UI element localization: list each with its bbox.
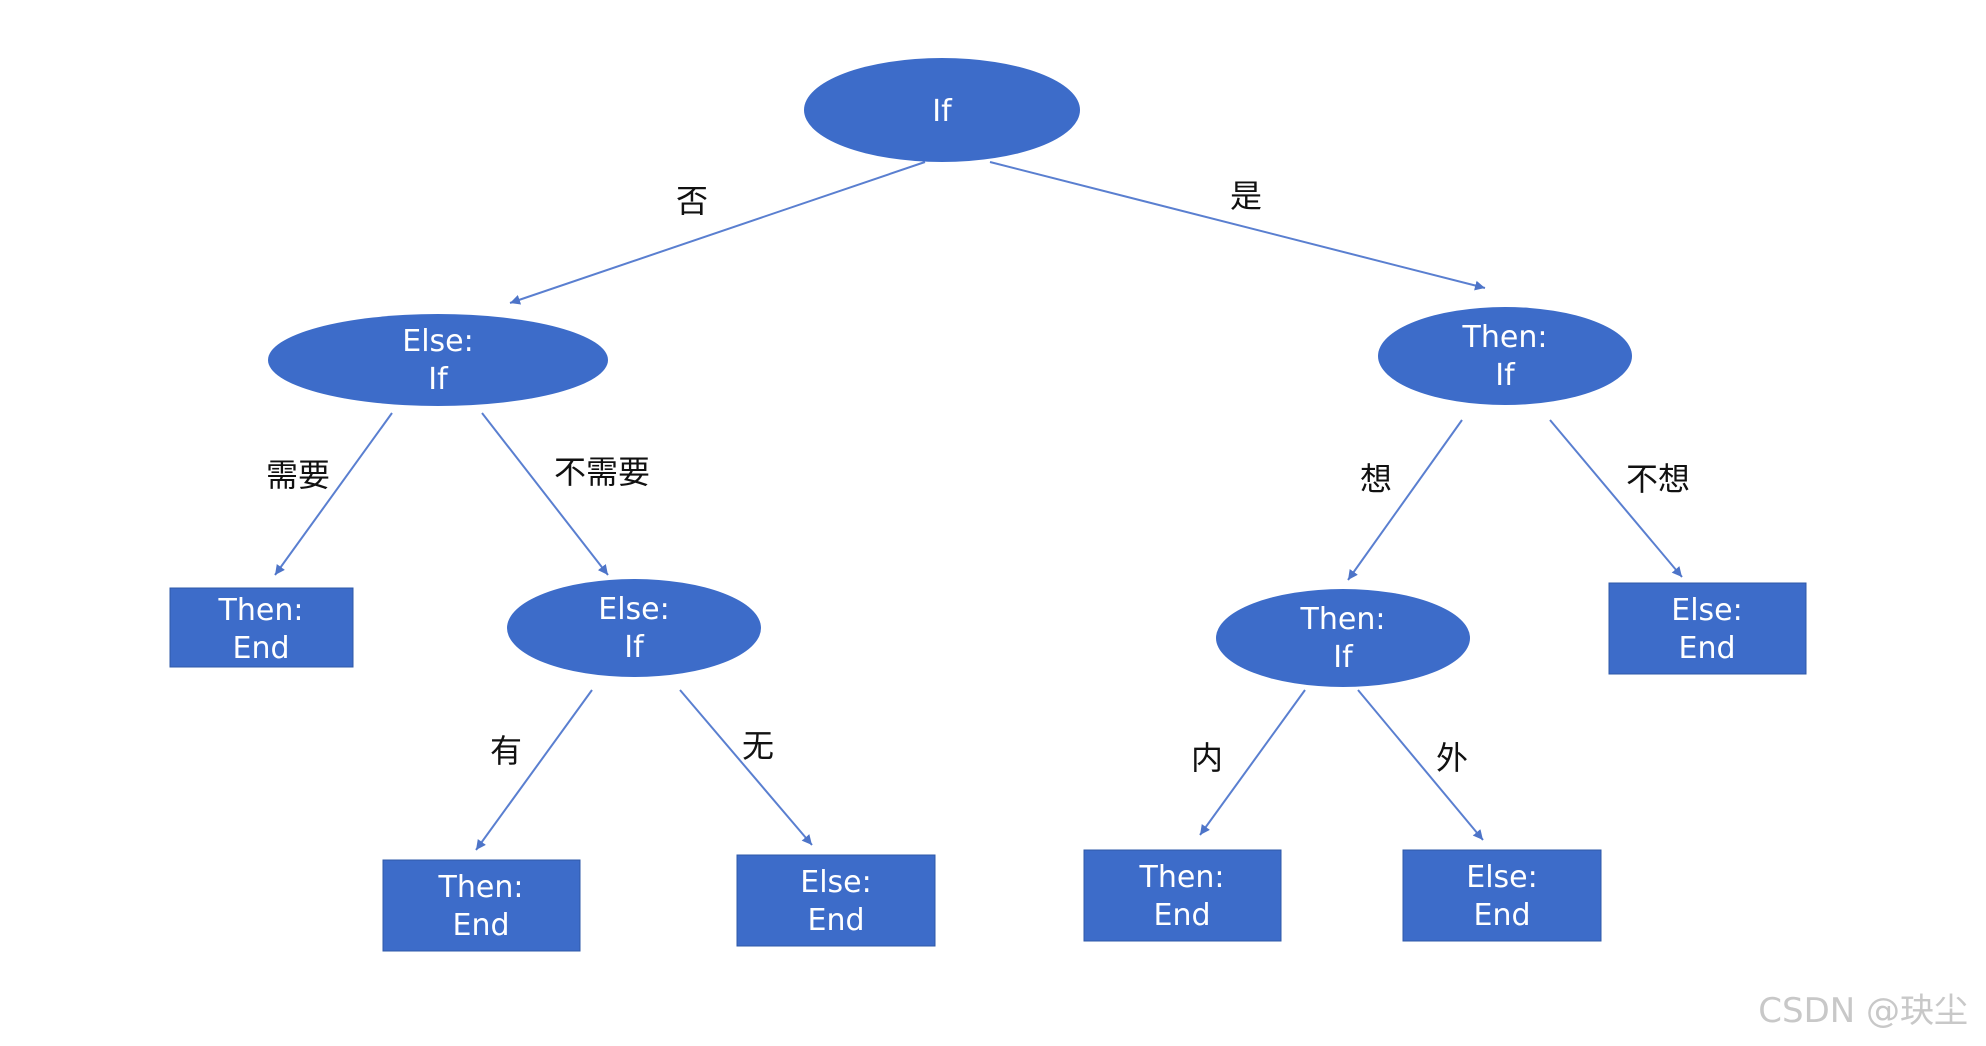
node-then-if-1-line2: If: [1495, 358, 1516, 393]
edge-else1-else2: [481, 412, 609, 576]
node-then-end-2-line1: Then:: [438, 870, 524, 905]
edge-label-yes: 是: [1230, 177, 1262, 215]
node-else-end-2-line2: End: [807, 903, 864, 938]
node-then-end-1-line2: End: [232, 631, 289, 666]
edge-root-else: [509, 161, 926, 305]
node-then-if-2: Then: If: [1216, 589, 1470, 687]
node-else-end-3-line2: End: [1473, 898, 1530, 933]
edge-label-want: 想: [1360, 460, 1392, 498]
node-else-end-2: Else: End: [736, 854, 936, 947]
node-then-if-1: Then: If: [1378, 307, 1632, 405]
node-then-end-1: Then: End: [169, 587, 354, 668]
edge-label-no: 否: [676, 182, 708, 220]
node-then-end-3-line1: Then:: [1139, 860, 1225, 895]
node-then-end-1-line1: Then:: [218, 593, 304, 628]
node-then-end-2: Then: End: [382, 859, 581, 952]
node-then-end-2-line2: End: [452, 908, 509, 943]
node-then-end-3-line2: End: [1153, 898, 1210, 933]
edge-else2-elseend: [679, 689, 813, 846]
edge-label-need: 需要: [266, 456, 330, 494]
edge-then1-elseend: [1549, 419, 1683, 578]
edge-label-have: 有: [490, 732, 522, 770]
node-root-line1: If: [932, 94, 953, 129]
node-else-end-1-line1: Else:: [1671, 593, 1742, 628]
node-else-if-1-line1: Else:: [402, 324, 473, 359]
edge-else2-thenend: [475, 689, 593, 851]
edge-label-inner: 内: [1191, 739, 1223, 777]
edge-root-then: [989, 161, 1486, 291]
edge-then2-elseend: [1357, 689, 1484, 841]
edge-label-none: 无: [742, 727, 774, 765]
node-else-end-2-line1: Else:: [800, 865, 871, 900]
edge-then2-thenend: [1199, 689, 1306, 836]
node-else-end-3-line1: Else:: [1466, 860, 1537, 895]
node-else-if-1: Else: If: [268, 314, 608, 406]
node-else-end-3: Else: End: [1402, 849, 1602, 942]
node-root: If: [804, 58, 1080, 162]
edge-label-outer: 外: [1436, 739, 1468, 777]
edge-label-no-need: 不需要: [554, 453, 650, 491]
node-else-if-2-line2: If: [624, 630, 645, 665]
node-else-end-1-line2: End: [1678, 631, 1735, 666]
node-then-if-2-line2: If: [1333, 640, 1354, 675]
edge-then1-then2: [1347, 419, 1463, 581]
node-else-end-1: Else: End: [1608, 582, 1807, 675]
node-then-end-3: Then: End: [1083, 849, 1282, 942]
watermark: CSDN @玦尘: [1758, 991, 1968, 1031]
node-else-if-1-line2: If: [428, 362, 449, 397]
node-else-if-2: Else: If: [507, 579, 761, 677]
edge-else1-end: [274, 412, 393, 576]
node-else-if-2-line1: Else:: [598, 592, 669, 627]
node-then-if-1-line1: Then:: [1462, 320, 1548, 355]
edge-label-not-want: 不想: [1626, 460, 1690, 498]
node-then-if-2-line1: Then:: [1300, 602, 1386, 637]
